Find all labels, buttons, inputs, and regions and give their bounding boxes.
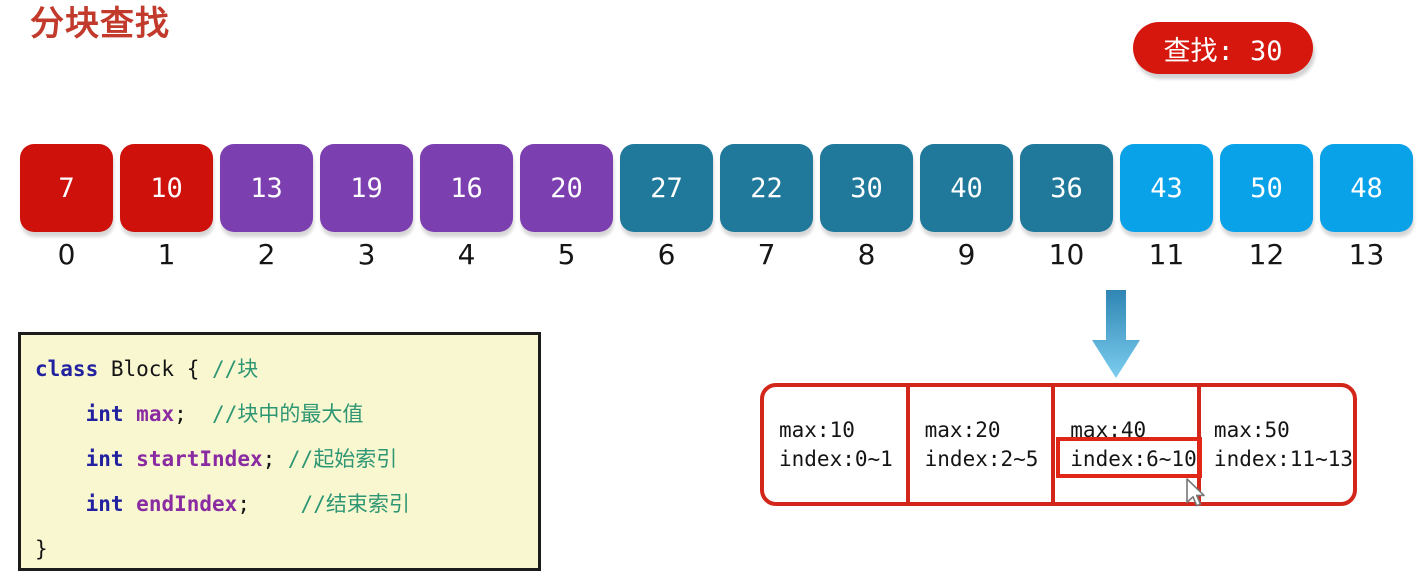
block-max-text: max:20: [924, 417, 1001, 442]
array-block: 40: [920, 144, 1013, 232]
array-block: 22: [720, 144, 813, 232]
array-index-label: 4: [457, 238, 476, 271]
array-block: 20: [520, 144, 613, 232]
array-index-label: 8: [857, 238, 876, 271]
array-block: 10: [120, 144, 213, 232]
array-index-label: 3: [357, 238, 376, 271]
array-index-label: 5: [557, 238, 576, 271]
block-table-cell: max:40 index:6~10: [1055, 387, 1201, 502]
block-max-text: max:50: [1213, 417, 1290, 442]
array-block: 50: [1220, 144, 1313, 232]
array-block: 48: [1320, 144, 1413, 232]
block-index-text: index:6~10: [1070, 446, 1197, 471]
block-table-cell: max:50 index:11~13: [1201, 387, 1353, 502]
array-block: 7: [20, 144, 113, 232]
code-line: int startIndex; //起始索引: [85, 447, 398, 471]
array-index-label: 2: [257, 238, 276, 271]
array-block: 13: [220, 144, 313, 232]
array-block: 27: [620, 144, 713, 232]
block-index-table: max:10 index:0~1 max:20 index:2~5 max:40 inde…: [760, 383, 1357, 506]
code-line: }: [35, 537, 48, 561]
array-block: 19: [320, 144, 413, 232]
array-index-label: 12: [1248, 238, 1285, 271]
array-block: 30: [820, 144, 913, 232]
block-table-cell: max:20 index:2~5: [910, 387, 1056, 502]
array-index-label: 13: [1348, 238, 1385, 271]
block-index-text: index:0~1: [779, 446, 893, 471]
array-index-label: 10: [1048, 238, 1085, 271]
array-block: 36: [1020, 144, 1113, 232]
array-index-label: 0: [57, 238, 76, 271]
search-target-label: 查找: 30: [1163, 35, 1283, 67]
array-index-label: 1: [157, 238, 176, 271]
down-arrow-icon: [1092, 290, 1140, 382]
block-table-cell: max:10 index:0~1: [764, 387, 910, 502]
search-target-badge: 查找: 30: [1133, 22, 1313, 74]
block-index-text: index:2~5: [924, 446, 1039, 471]
code-line: int max; //块中的最大值: [85, 402, 364, 426]
block-max-text: max:40: [1070, 417, 1147, 442]
array-block: 43: [1120, 144, 1213, 232]
array-index-label: 11: [1148, 238, 1185, 271]
array-index-label: 9: [957, 238, 976, 271]
array-index-label: 6: [657, 238, 676, 271]
block-index-text: index:11~13: [1213, 446, 1353, 471]
code-line: class Block { //块: [35, 357, 259, 381]
mouse-cursor-icon: [1183, 477, 1207, 513]
array-block: 16: [420, 144, 513, 232]
block-max-text: max:10: [779, 417, 855, 442]
code-block: class Block { //块 int max; //块中的最大值 int …: [18, 332, 541, 571]
array-index-label: 7: [757, 238, 776, 271]
page-title: 分块查找: [30, 4, 170, 44]
code-line: int endIndex; //结束索引: [85, 492, 410, 516]
